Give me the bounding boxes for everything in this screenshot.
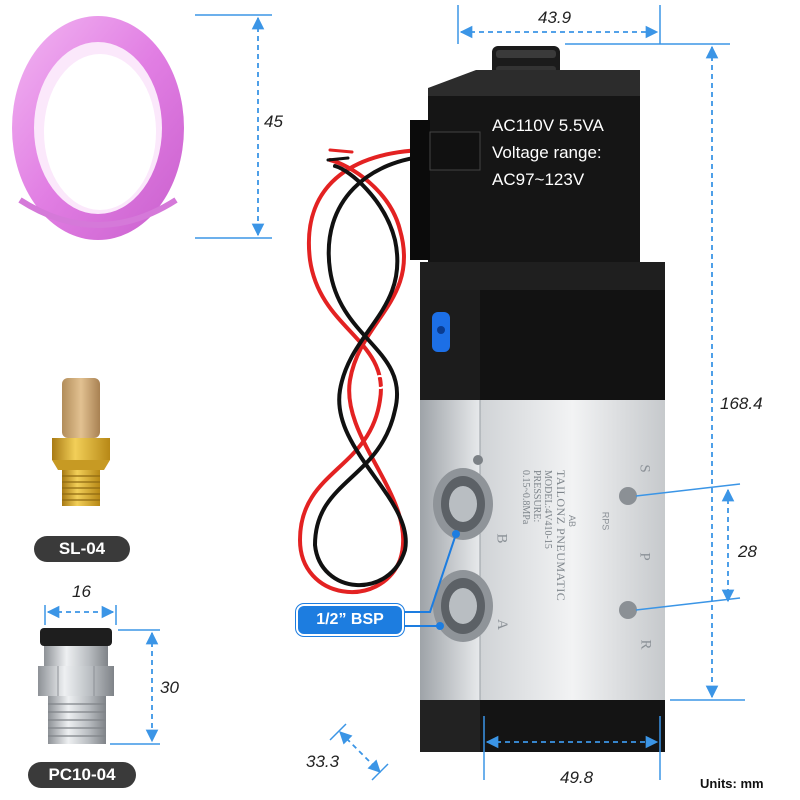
coil-label: AC110V 5.5VA Voltage range: AC97~123V — [492, 112, 604, 193]
coil-voltage-range-label: Voltage range: — [492, 143, 602, 162]
port-label-r: R — [637, 639, 654, 650]
dimension-bottom-width: 49.8 — [560, 768, 594, 787]
muffler-image — [52, 378, 110, 506]
coil-voltage-range: AC97~123V — [492, 170, 585, 189]
rps-mark: RPS — [600, 511, 611, 531]
port-label-b: B — [493, 533, 510, 544]
port-label-s: S — [636, 464, 653, 473]
manual-override-icon — [432, 312, 450, 352]
dimension-top-width: 43.9 — [538, 8, 572, 27]
thread-size-badge: 1/2” BSP — [296, 604, 404, 636]
port-label-p: P — [636, 552, 653, 561]
dimension-depth: 33.3 — [306, 752, 340, 771]
coil-wires — [297, 148, 432, 595]
fitting-image — [38, 628, 114, 744]
valve-brand: TAILONZ PNEUMATIC — [554, 470, 568, 602]
valve-model: MODEL:4V410-15 — [542, 470, 553, 549]
muffler-label: SL-04 — [34, 536, 130, 562]
valve-dimensions — [329, 5, 745, 781]
fitting-dimensions — [44, 605, 160, 745]
valve-markings: TAILONZ PNEUMATIC MODEL:4V410-15 PRESSUR… — [496, 470, 568, 660]
dimension-fitting-height: 30 — [160, 678, 179, 697]
seal-height-dimension — [195, 14, 272, 239]
valve-pressure-label: PRESSURE: — [531, 470, 542, 523]
seal-ring-image — [12, 16, 184, 240]
valve-pressure-range: 0.15~0.8MPa — [520, 470, 531, 525]
ab-mark: AB — [567, 514, 578, 528]
coil-rating: AC110V 5.5VA — [492, 116, 604, 135]
dimension-seal-height: 45 — [264, 112, 283, 131]
units-note: Units: mm — [700, 776, 764, 791]
dimension-fitting-width: 16 — [72, 582, 91, 601]
dimension-port-spacing: 28 — [738, 542, 757, 561]
port-label-a: A — [493, 619, 510, 630]
dimension-total-height: 168.4 — [720, 394, 763, 413]
solenoid-valve-image — [410, 46, 665, 752]
fitting-label: PC10-04 — [28, 762, 136, 788]
